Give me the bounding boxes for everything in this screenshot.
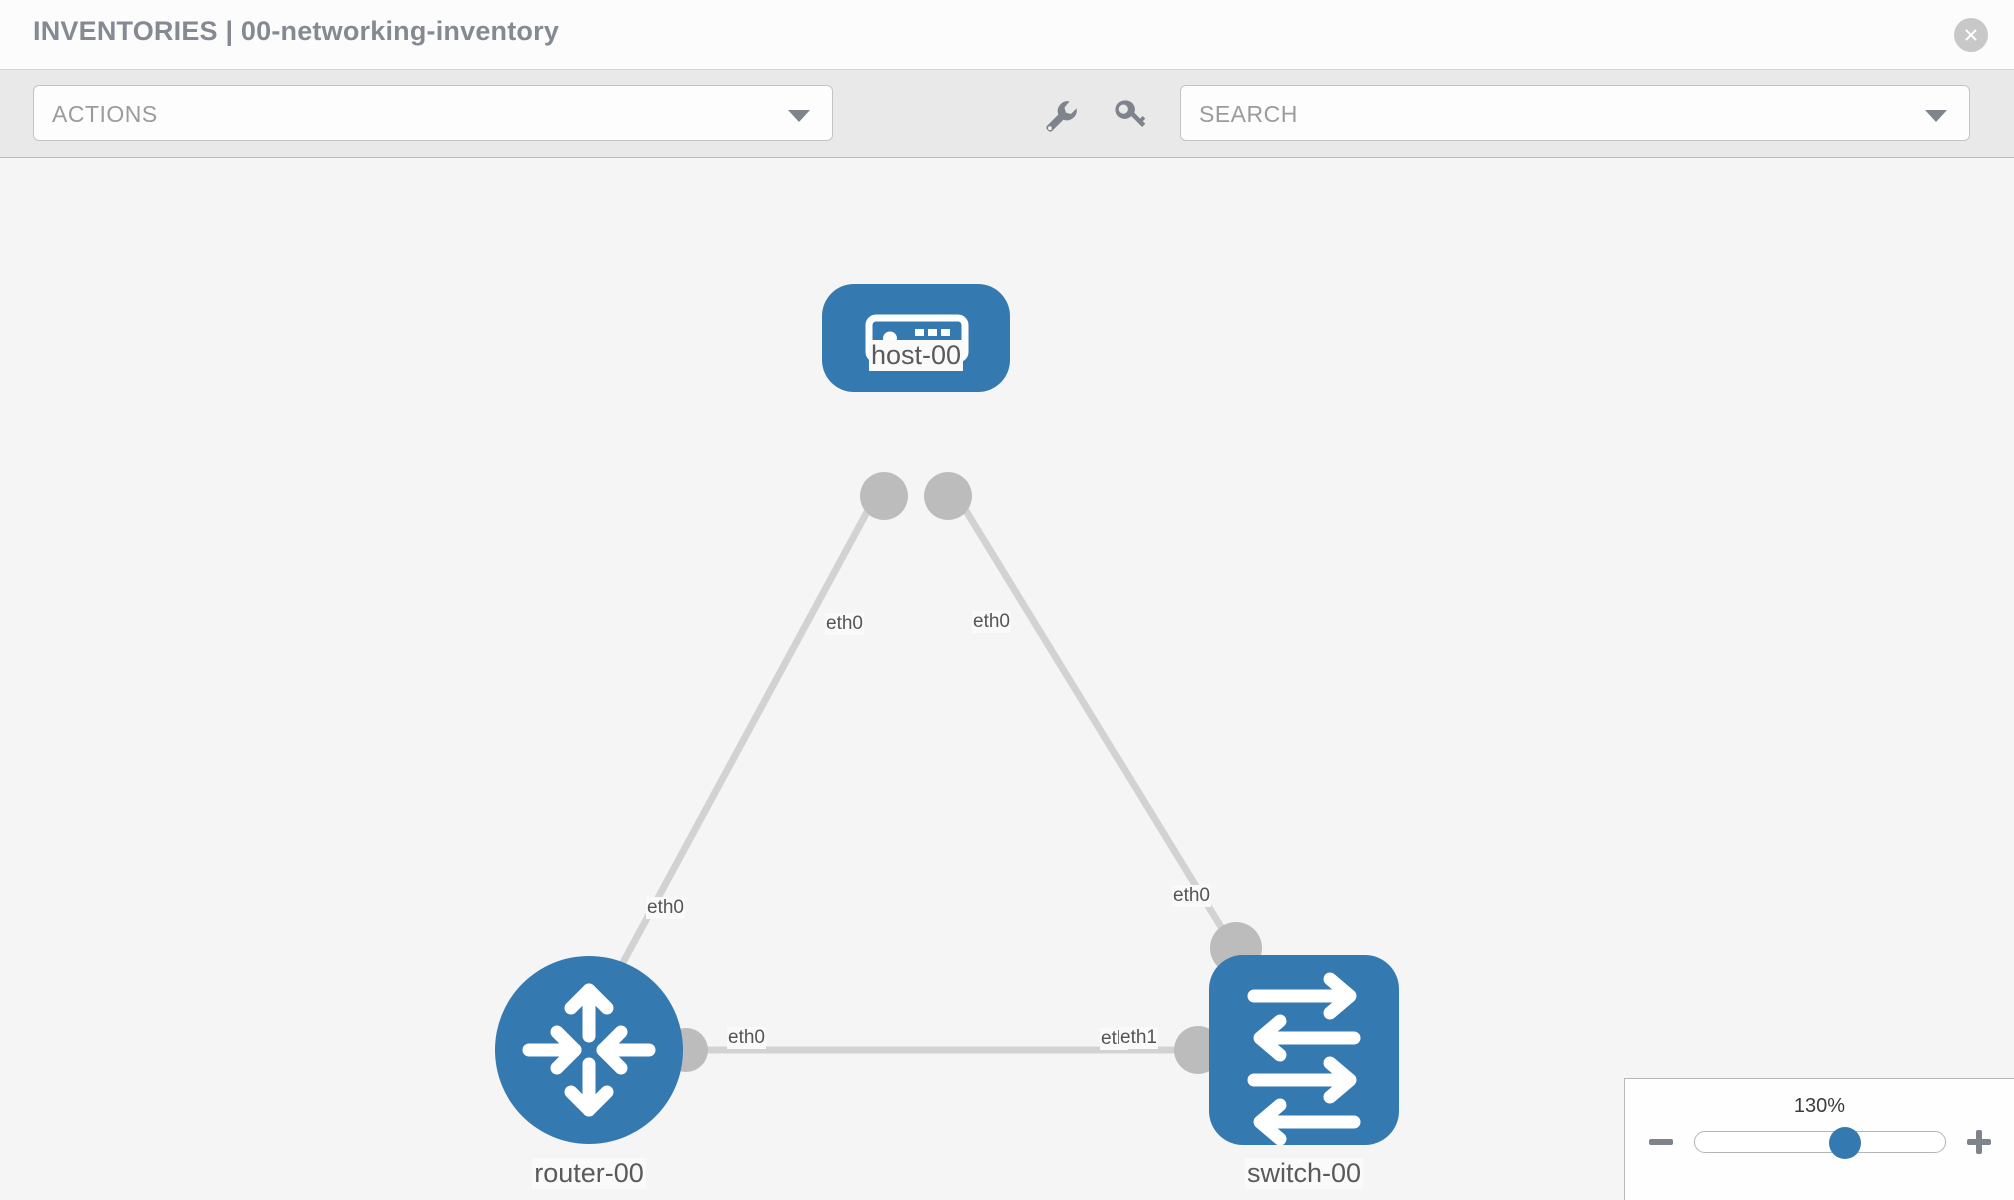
interface-label: eth0 (727, 1027, 766, 1049)
node-label-host-00: host-00 (868, 340, 964, 371)
page-header: INVENTORIES | 00-networking-inventory (0, 0, 2014, 70)
node-label-router-00: router-00 (532, 1158, 646, 1189)
interface-label: eth1 (1119, 1027, 1158, 1049)
node-label-switch-00: switch-00 (1244, 1158, 1364, 1189)
node-host-00[interactable] (822, 284, 1010, 392)
interface-label: eth0 (825, 613, 864, 635)
chevron-down-icon (788, 110, 810, 122)
zoom-control-panel: 130% (1624, 1078, 2014, 1200)
plus-icon[interactable] (1964, 1127, 1994, 1157)
actions-dropdown[interactable]: ACTIONS (33, 85, 833, 141)
search-placeholder: SEARCH (1199, 101, 1298, 127)
minus-icon[interactable] (1646, 1127, 1676, 1157)
interface-label: eth0 (972, 611, 1011, 633)
page-title: INVENTORIES | 00-networking-inventory (33, 16, 560, 46)
wrench-icon[interactable] (1040, 95, 1080, 140)
toolbar-icon-group (1040, 95, 1150, 140)
search-input[interactable]: SEARCH (1180, 85, 1970, 141)
node-switch-00[interactable] (1209, 955, 1399, 1146)
zoom-slider[interactable] (1693, 1127, 1946, 1159)
topology-canvas[interactable]: host-00 router-00 switch-00 eth0 eth0 et… (0, 158, 2014, 1200)
router-arrows-icon (522, 983, 656, 1117)
zoom-slider-thumb[interactable] (1828, 1127, 1861, 1159)
interface-stub[interactable] (924, 472, 972, 520)
link-host00-router00[interactable] (616, 486, 884, 970)
interface-label: eth0 (1172, 885, 1211, 907)
link-group (616, 486, 1243, 1054)
actions-dropdown-label: ACTIONS (52, 101, 158, 127)
interface-stub-group (664, 472, 1262, 1074)
close-icon[interactable] (1954, 18, 1988, 52)
zoom-control-row (1625, 1127, 2014, 1159)
topology-graph (495, 284, 1399, 1146)
node-router-00[interactable] (495, 956, 683, 1144)
chevron-down-icon (1925, 110, 1947, 122)
link-host00-switch00[interactable] (949, 486, 1243, 960)
switch-arrows-icon (1247, 972, 1361, 1146)
zoom-level-value: 130% (1793, 1095, 1846, 1117)
interface-label: eth0 (646, 897, 685, 919)
key-icon[interactable] (1110, 95, 1150, 140)
interface-stub[interactable] (860, 472, 908, 520)
